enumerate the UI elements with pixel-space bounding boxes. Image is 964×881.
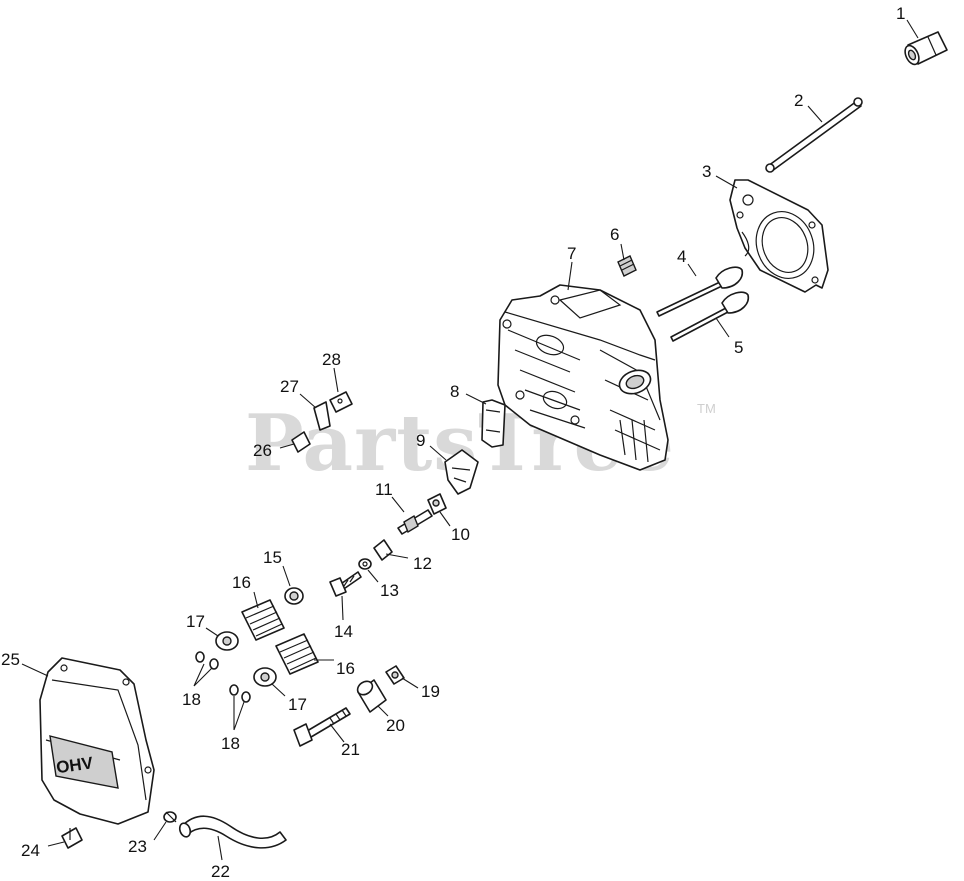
callout-7[interactable]: 7 xyxy=(567,244,576,263)
callout-16b[interactable]: 16 xyxy=(336,659,355,678)
callout-13[interactable]: 13 xyxy=(380,581,399,600)
part-4-intake-valve[interactable] xyxy=(656,266,744,317)
part-14-screw[interactable] xyxy=(329,571,362,597)
callout-18a[interactable]: 18 xyxy=(182,690,201,709)
part-28-plate[interactable] xyxy=(329,391,353,413)
part-22-breather-hose[interactable] xyxy=(178,815,287,849)
part-21-bolt[interactable] xyxy=(293,707,351,747)
part-10-pivot[interactable] xyxy=(427,493,447,515)
part-17-spring-cap-upper[interactable] xyxy=(215,631,239,651)
callout-10[interactable]: 10 xyxy=(451,525,470,544)
callout-22[interactable]: 22 xyxy=(211,862,230,881)
part-27-bracket[interactable] xyxy=(313,401,331,431)
part-16-valve-spring-lower[interactable] xyxy=(275,633,319,675)
part-3-head-gasket[interactable] xyxy=(729,179,829,293)
callout-24[interactable]: 24 xyxy=(21,841,40,860)
callout-20[interactable]: 20 xyxy=(386,716,405,735)
part-20-spacer[interactable] xyxy=(355,678,387,713)
callout-15[interactable]: 15 xyxy=(263,548,282,567)
leader-lines xyxy=(21,19,919,861)
part-23-clamp[interactable] xyxy=(163,811,177,823)
part-18-keepers-upper[interactable] xyxy=(195,651,219,670)
part-24-screw[interactable] xyxy=(61,827,83,849)
part-25-valve-cover[interactable]: OHV xyxy=(39,657,155,825)
callout-9[interactable]: 9 xyxy=(416,431,425,450)
part-1-lifter[interactable] xyxy=(902,31,948,67)
callout-17b[interactable]: 17 xyxy=(288,695,307,714)
part-19-nut[interactable] xyxy=(385,665,405,685)
callout-1[interactable]: 1 xyxy=(896,4,905,23)
part-12-nut[interactable] xyxy=(373,539,393,561)
part-15-retainer[interactable] xyxy=(284,587,304,605)
part-18-keepers-lower[interactable] xyxy=(229,684,251,703)
part-7-cylinder-head[interactable] xyxy=(497,284,669,471)
part-2-push-rod[interactable] xyxy=(765,97,863,173)
callout-14[interactable]: 14 xyxy=(334,622,353,641)
callout-18b[interactable]: 18 xyxy=(221,734,240,753)
callout-28[interactable]: 28 xyxy=(322,350,341,369)
callout-2[interactable]: 2 xyxy=(794,91,803,110)
callout-19[interactable]: 19 xyxy=(421,682,440,701)
part-16-valve-spring-upper[interactable] xyxy=(241,599,285,641)
part-17-spring-cap-lower[interactable] xyxy=(253,667,277,687)
callout-26[interactable]: 26 xyxy=(253,441,272,460)
callout-12[interactable]: 12 xyxy=(413,554,432,573)
callout-4[interactable]: 4 xyxy=(677,247,686,266)
callout-8[interactable]: 8 xyxy=(450,382,459,401)
watermark-trademark: TM xyxy=(697,401,716,416)
part-13-washer[interactable] xyxy=(358,558,372,570)
callout-5[interactable]: 5 xyxy=(734,338,743,357)
callout-25[interactable]: 25 xyxy=(1,650,20,669)
part-26-screw[interactable] xyxy=(291,431,311,453)
part-8-gasket[interactable] xyxy=(481,399,506,448)
part-11-rocker-stud[interactable] xyxy=(397,509,433,535)
callout-3[interactable]: 3 xyxy=(702,162,711,181)
callout-labels: 1 2 3 4 5 6 7 8 9 10 11 12 13 14 15 16 1… xyxy=(1,4,905,881)
callout-21[interactable]: 21 xyxy=(341,740,360,759)
part-5-exhaust-valve[interactable] xyxy=(670,291,750,342)
callout-16a[interactable]: 16 xyxy=(232,573,251,592)
part-6-fitting[interactable] xyxy=(617,255,637,277)
callout-17a[interactable]: 17 xyxy=(186,612,205,631)
callout-23[interactable]: 23 xyxy=(128,837,147,856)
part-9-rocker-arm[interactable] xyxy=(444,449,479,495)
callout-6[interactable]: 6 xyxy=(610,225,619,244)
callout-11[interactable]: 11 xyxy=(375,480,393,499)
callout-27[interactable]: 27 xyxy=(280,377,299,396)
